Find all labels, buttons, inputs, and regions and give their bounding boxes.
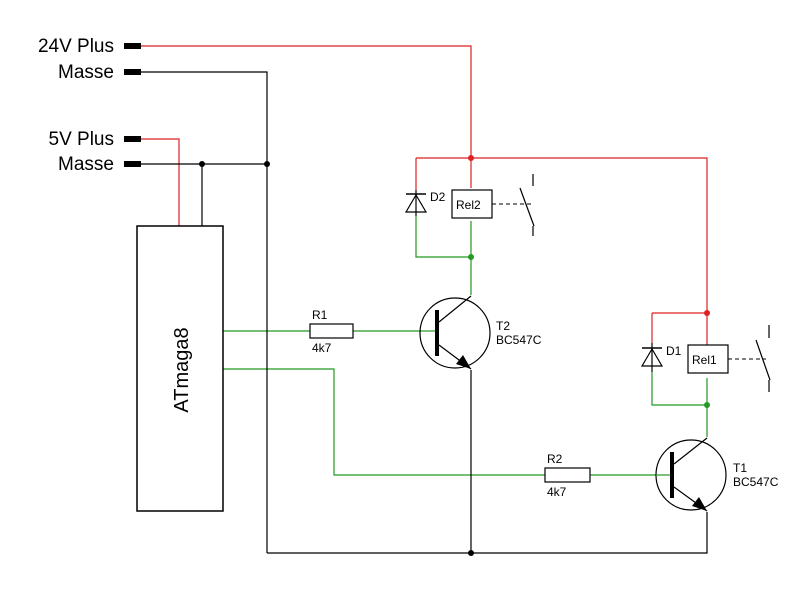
relay-rel2 bbox=[451, 174, 535, 236]
transistor-t2-type: BC547C bbox=[496, 333, 542, 347]
mcu-label: ATmaga8 bbox=[171, 327, 193, 412]
relay-rel2-ref: Rel2 bbox=[456, 198, 481, 212]
resistor-r1 bbox=[309, 323, 354, 339]
diode-d2-ref: D2 bbox=[430, 190, 446, 204]
transistor-t1-type: BC547C bbox=[733, 475, 779, 489]
resistor-r1-ref: R1 bbox=[312, 308, 328, 322]
signal-wires bbox=[223, 216, 708, 476]
relay-rel1 bbox=[687, 325, 771, 392]
transistor-t1 bbox=[655, 437, 727, 512]
transistor-t2-ref: T2 bbox=[496, 319, 510, 333]
resistor-r2-ref: R2 bbox=[547, 452, 563, 466]
resistor-r2 bbox=[544, 467, 591, 483]
relay-rel1-ref: Rel1 bbox=[692, 353, 717, 367]
transistor-t1-ref: T1 bbox=[733, 461, 747, 475]
diode-d1-ref: D1 bbox=[666, 344, 682, 358]
terminal-masse-2-label: Masse bbox=[58, 154, 114, 175]
diode-d2 bbox=[404, 190, 428, 216]
resistor-r2-value: 4k7 bbox=[547, 485, 567, 499]
positive-wires bbox=[141, 45, 708, 345]
junction-dots bbox=[199, 155, 710, 556]
terminal-masse-1-label: Masse bbox=[58, 62, 114, 83]
terminal-5v-plus-label: 5V Plus bbox=[49, 129, 114, 150]
ground-wires bbox=[141, 71, 708, 554]
resistor-r1-value: 4k7 bbox=[312, 341, 332, 355]
terminal-stubs bbox=[124, 43, 141, 167]
diode-d1 bbox=[640, 343, 664, 372]
mcu-block bbox=[136, 225, 224, 512]
transistor-t2 bbox=[419, 295, 491, 370]
terminal-24v-plus-label: 24V Plus bbox=[38, 36, 114, 57]
